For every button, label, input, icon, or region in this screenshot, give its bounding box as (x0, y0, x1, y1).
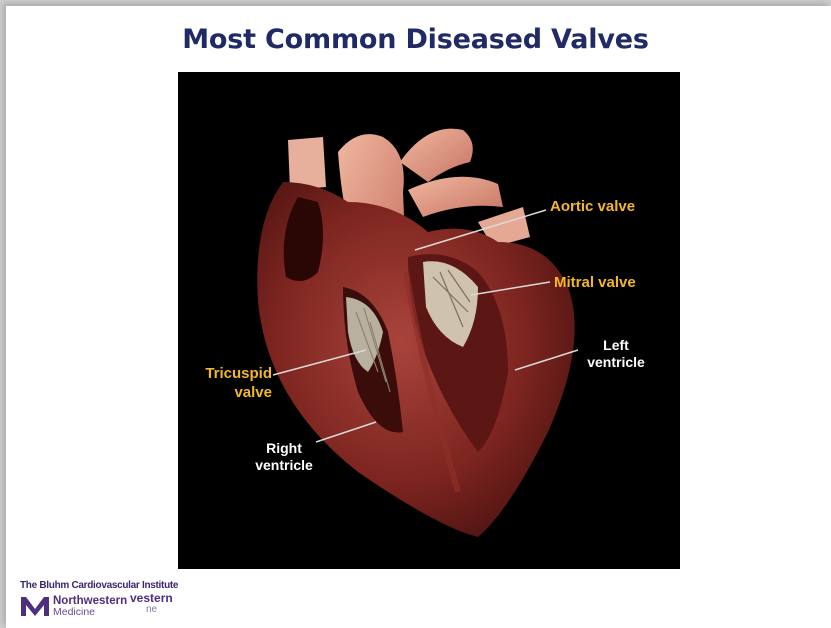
label-aortic-valve: Aortic valve (550, 197, 635, 216)
label-left-line2: ventricle (580, 354, 652, 371)
label-tricuspid-valve: Tricuspid valve (186, 364, 272, 402)
brand-line2: Medicine (53, 607, 127, 618)
label-right-ventricle: Right ventricle (244, 440, 324, 474)
brand-name: Northwestern Medicine (53, 595, 127, 618)
label-tricuspid-line2: valve (186, 383, 272, 402)
label-left-line1: Left (580, 337, 652, 354)
heart-drawing (178, 72, 680, 569)
label-left-ventricle: Left ventricle (580, 337, 652, 371)
slide-title: Most Common Diseased Valves (6, 24, 825, 55)
label-right-line2: ventricle (244, 457, 324, 474)
ghost-brand-line2: ne (146, 604, 157, 615)
institute-name: The Bluhm Cardiovascular Institute (20, 580, 178, 591)
northwestern-logo-icon (20, 595, 50, 617)
heart-illustration: Aortic valve Mitral valve Tricuspid valv… (178, 72, 680, 569)
label-tricuspid-line1: Tricuspid (186, 364, 272, 383)
label-right-line1: Right (244, 440, 324, 457)
ghost-brand-line1: vestern (130, 591, 173, 605)
label-mitral-valve: Mitral valve (554, 273, 636, 292)
slide: Most Common Diseased Valves (6, 6, 831, 628)
